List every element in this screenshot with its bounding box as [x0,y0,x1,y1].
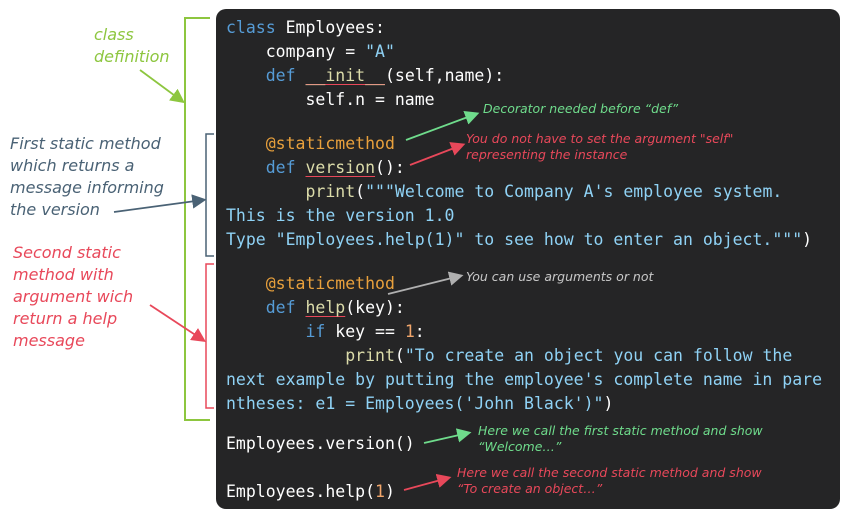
call-second-note: Here we call the second static method an… [457,465,762,496]
code-line-call-help: Employees.help(1) [226,481,395,503]
code-line-parentheses: ntheses: e1 = Employees('John Black')") [226,393,613,415]
code-line-init: def __init__(self,name): [226,65,504,87]
code-text: Employees.version() [226,434,415,453]
string-literal: ntheses: e1 = Employees('John Black')" [226,394,604,413]
code-line-if-key: if key == 1: [226,321,425,343]
code-text: (self,name): [384,66,505,85]
code-text: self.n = name [226,90,435,109]
code-text: ( [394,346,405,365]
number-literal: 1 [404,322,415,341]
function-name: version [305,158,376,177]
code-line-def-help: def help(key): [226,297,405,319]
decorator: @staticmethod [265,134,395,153]
code-line-print-create: print("To create an object you can follo… [226,345,792,367]
code-line-decorator-2: @staticmethod [226,273,395,295]
function-name: print [345,346,395,365]
code-text: ) [384,482,395,501]
code-text: : [414,322,425,341]
code-panel [216,9,840,509]
call-first-note: Here we call the first static method and… [478,423,763,454]
code-line-self-n: self.n = name [226,89,435,111]
keyword: def [265,298,296,317]
arguments-arrow [387,271,464,295]
first-static-note: First static method which returns a mess… [10,134,164,219]
function-name: help [305,298,346,317]
code-text: (key): [345,298,405,317]
class-bracket [184,17,210,421]
no-self-arrow [409,142,466,166]
string-literal: """Welcome to Company A's employee syste… [365,182,783,201]
call-version-arrow [423,428,472,444]
arguments-note: You can use arguments or not [466,269,654,284]
string-literal: "A" [365,42,395,61]
string-literal: "To create an object you can follow the [404,346,793,365]
code-line-version-text: This is the version 1.0 [226,205,454,227]
code-line-company: company = "A" [226,41,395,63]
code-text: (): [375,158,405,177]
second-static-arrow [149,304,207,342]
decorator-arrow [405,111,480,141]
code-line-call-version: Employees.version() [226,433,415,455]
code-text: ) [603,394,614,413]
keyword: class [226,18,276,37]
string-literal: next example by putting the employee's c… [226,370,823,389]
number-literal: 1 [375,482,385,501]
code-text: key == [325,322,405,341]
decorator: @staticmethod [265,274,395,293]
keyword: def [265,158,296,177]
class-arrow [139,69,185,104]
no-self-note: You do not have to set the argument "sel… [466,131,734,162]
second-static-bracket [205,263,214,409]
code-line-def-version: def version(): [226,157,405,179]
code-text: Employees: [275,18,385,37]
code-line-decorator-1: @staticmethod [226,133,395,155]
class-definition-note: class definition [94,25,170,66]
call-help-arrow [403,473,452,491]
string-literal: This is the version 1.0 [226,206,455,225]
code-text: ) [802,230,813,249]
string-literal: Type "Employees.help(1)" to see how to e… [226,230,803,249]
keyword: def [265,66,296,85]
first-static-arrow [113,194,207,213]
code-text: company = [226,42,366,61]
code-line-class: class Employees: [226,17,385,39]
code-line-next-example: next example by putting the employee's c… [226,369,822,391]
decorator-note: Decorator needed before “def” [483,101,679,116]
second-static-note: Second static method with argument wich … [13,243,134,350]
first-static-bracket [205,133,214,257]
code-text: Employees.help( [226,482,376,501]
function-name: print [305,182,356,201]
code-line-print-welcome: print("""Welcome to Company A's employee… [226,181,782,203]
code-line-type-help: Type "Employees.help(1)" to see how to e… [226,229,812,251]
code-text: ( [355,182,366,201]
keyword: if [305,322,326,341]
function-name: __init__ [305,66,385,85]
